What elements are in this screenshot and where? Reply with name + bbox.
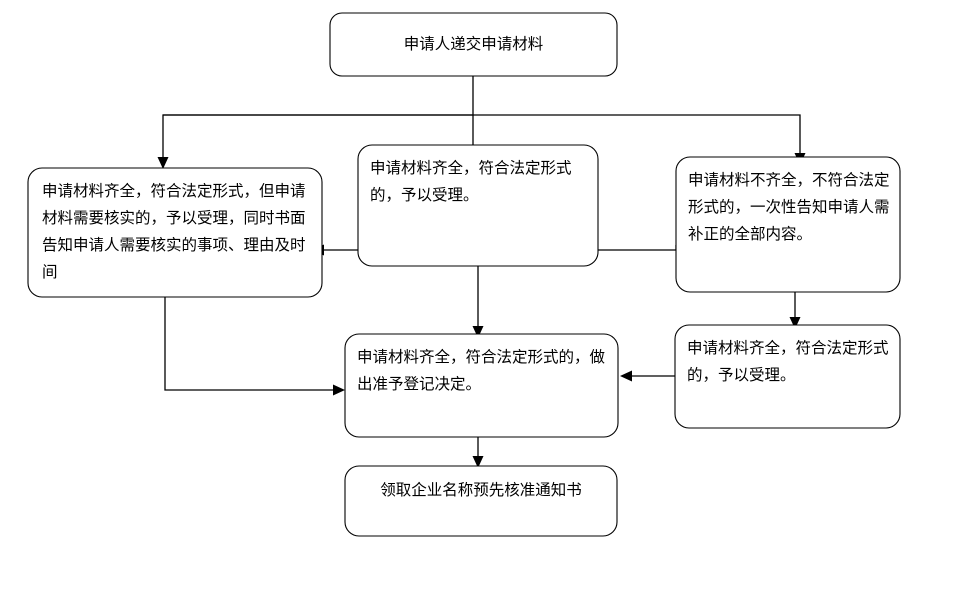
materials-incomplete-notify-box[interactable] — [675, 156, 901, 293]
receive-approval-notice-box[interactable] — [344, 465, 618, 537]
edge-accept-center-to-register-decision — [472, 266, 484, 338]
arrow-head-to-register-decision-top — [472, 326, 484, 338]
arrow-head-register-decision-left — [333, 384, 345, 396]
arrow-head-to-accept-right-top — [789, 317, 801, 329]
approve-registration-decision-box[interactable] — [344, 333, 619, 438]
arrow-head-register-decision-right — [620, 370, 632, 382]
submit-application-box[interactable] — [329, 12, 618, 77]
arrow-head-to-verify-needed — [157, 157, 169, 169]
edge-accept-right-to-register-decision — [620, 370, 675, 382]
edge-verify-needed-to-register-decision — [164, 297, 345, 396]
materials-complete-accept-right-box[interactable] — [674, 324, 901, 429]
materials-complete-accept-box[interactable] — [357, 144, 599, 267]
arrow-head-to-receive-notice — [472, 456, 484, 468]
edge-register-decision-to-receive-notice — [472, 437, 484, 468]
materials-need-verification-box[interactable] — [27, 167, 323, 298]
edge-incomplete-to-accept-right — [789, 292, 801, 329]
